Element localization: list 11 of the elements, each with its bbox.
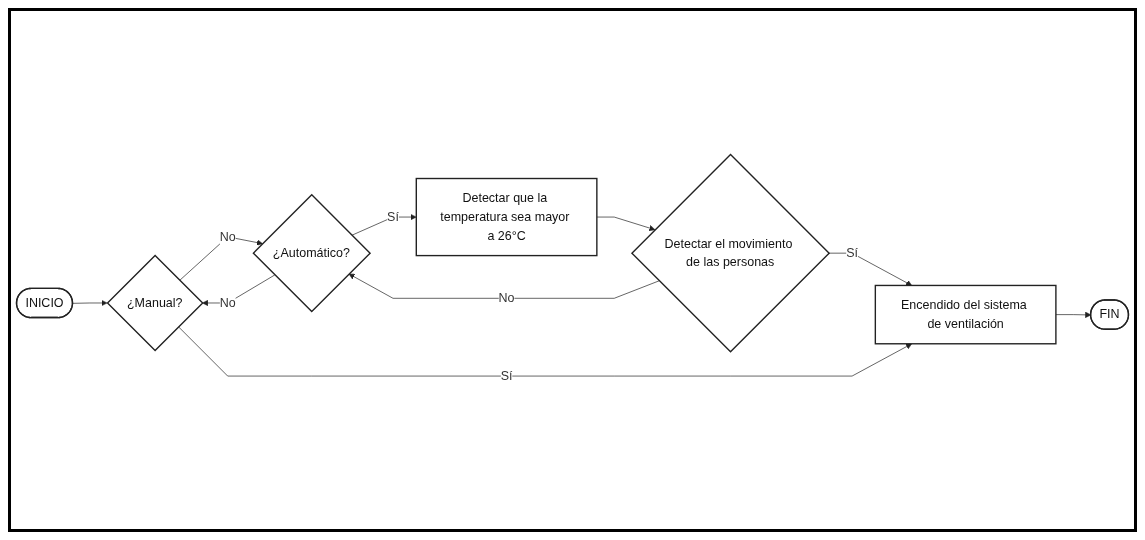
node-diamond: ¿Automático? (252, 193, 372, 313)
edge-label: No (498, 291, 515, 305)
node-box: Encendido del sistema de ventilación (874, 284, 1057, 345)
node-diamond: ¿Manual? (106, 254, 204, 352)
node-box: Detectar que la temperatura sea mayor a 26°C (415, 177, 598, 257)
edge-label: Sí (846, 245, 858, 260)
node-diamond: Detectar el movimiento de las personas (630, 153, 831, 353)
edge-label: Sí (387, 209, 399, 224)
edge-label: Sí (500, 368, 513, 383)
edge-label: No (219, 295, 236, 310)
edge-label: No (219, 229, 236, 244)
